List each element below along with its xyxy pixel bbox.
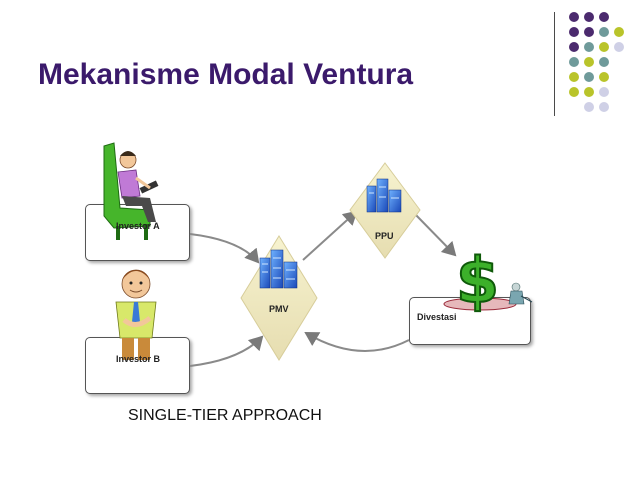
arrow-investor-b-to-pmv: [189, 335, 264, 367]
arrow-investor-a-to-pmv: [189, 233, 260, 264]
dollar-sign-icon: $: [443, 243, 533, 318]
ppu-node: [349, 162, 421, 259]
pmv-node: [240, 235, 318, 361]
arrow-divestasi-to-pmv: [304, 331, 410, 352]
building-icon: [366, 178, 402, 213]
investor-b-box: [85, 337, 190, 394]
ppu-label: PPU: [375, 231, 394, 241]
building-icon: [259, 249, 298, 289]
title-divider-line: [554, 12, 555, 116]
arrow-pmv-to-ppu: [302, 210, 358, 261]
dot-grid: [569, 12, 624, 112]
investor-a-person-icon: [103, 142, 159, 240]
tiny-person-icon: [508, 282, 533, 305]
investor-b-label: Investor B: [116, 354, 161, 364]
diagram-caption: SINGLE-TIER APPROACH: [128, 407, 322, 424]
investor-b-person-icon: [115, 269, 157, 360]
slide-title: Mekanisme Modal Ventura: [38, 58, 414, 91]
divestasi-label: Divestasi: [417, 312, 457, 322]
arrow-ppu-to-divestasi: [412, 211, 457, 257]
investor-a-label: Investor A: [116, 221, 160, 231]
pmv-label: PMV: [269, 304, 289, 314]
svg-text:$: $: [456, 244, 499, 317]
